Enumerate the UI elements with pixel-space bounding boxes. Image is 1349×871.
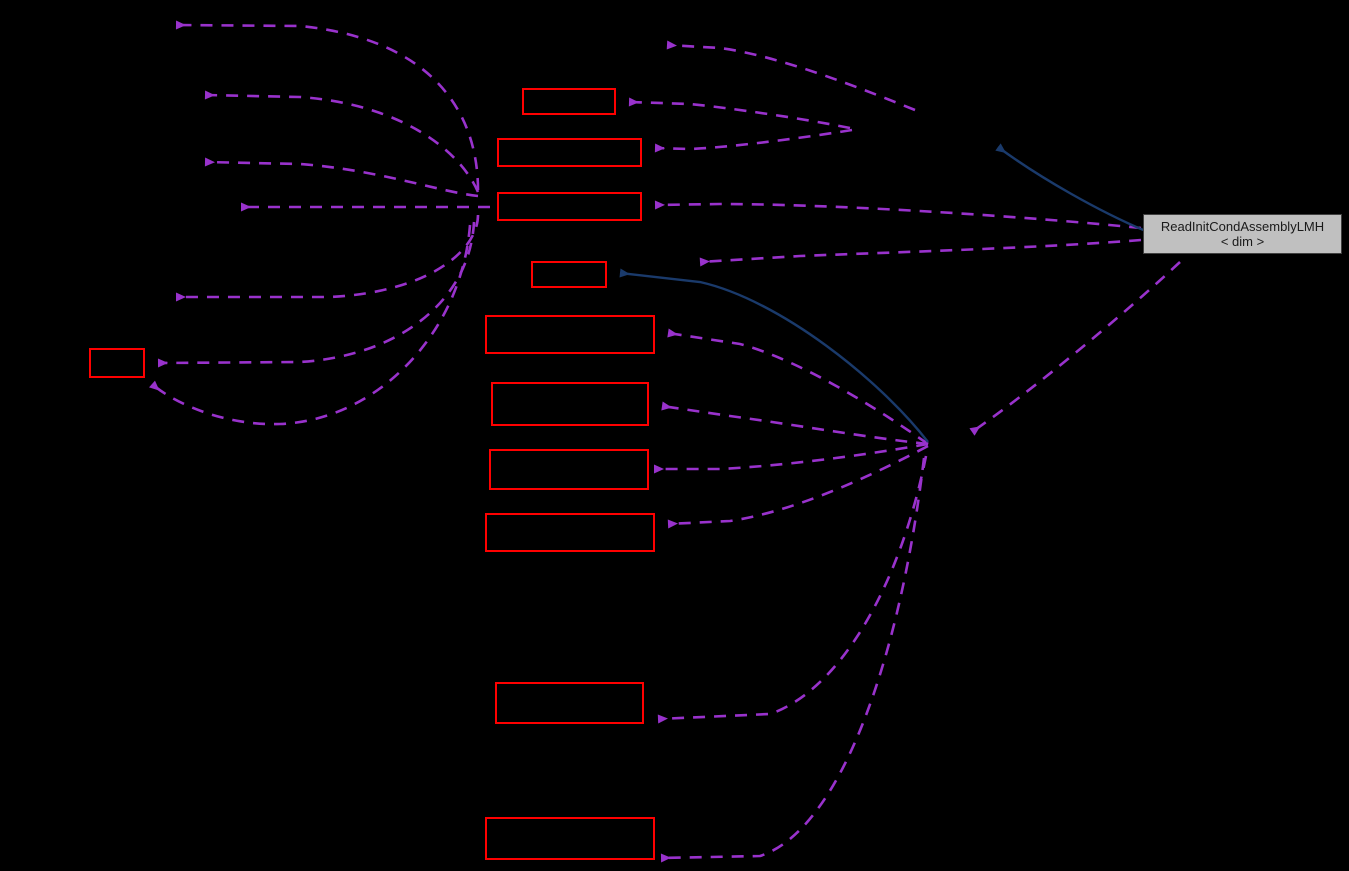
edge-hub-to-n6	[661, 401, 929, 446]
dashed-reference-edges	[149, 20, 1181, 863]
edge-to-small-left-a	[157, 221, 476, 368]
edge-root-solid-up	[995, 143, 1149, 234]
callee-node-6[interactable]	[491, 382, 649, 426]
edge-root-left-1	[654, 200, 1142, 230]
callee-node-11[interactable]	[89, 348, 145, 378]
callee-node-2[interactable]	[497, 138, 642, 167]
edge-hub-to-n7	[654, 442, 929, 474]
edge-hub-to-n8	[667, 444, 929, 529]
callee-node-4[interactable]	[531, 261, 607, 288]
edge-hub-to-n5	[667, 328, 929, 446]
edge-to-far-left-top	[175, 20, 480, 191]
edge-hub-to-n10	[660, 457, 926, 863]
edge-to-left-2	[204, 90, 480, 193]
root-node-read-init-cond-assembly-lmh[interactable]: ReadInitCondAssemblyLMH < dim >	[1143, 214, 1342, 254]
edge-hub-solid-to-n4	[619, 268, 929, 443]
edge-to-small-left-b	[149, 224, 472, 426]
edge-from-right-top-2	[628, 97, 851, 130]
callee-node-5[interactable]	[485, 315, 655, 354]
callee-node-9[interactable]	[495, 682, 644, 724]
solid-inheritance-edges	[619, 143, 1149, 443]
edge-to-left-5	[176, 214, 480, 302]
callee-node-3[interactable]	[497, 192, 642, 221]
callee-node-1[interactable]	[522, 88, 616, 115]
edge-root-to-hub	[969, 261, 1181, 436]
edge-from-right-top-3	[654, 128, 853, 153]
edge-to-left-3	[204, 157, 479, 198]
callee-node-10[interactable]	[485, 817, 655, 860]
callee-node-8[interactable]	[485, 513, 655, 552]
callee-node-7[interactable]	[489, 449, 649, 490]
edge-hub-to-n9	[657, 455, 928, 724]
edge-root-left-2	[699, 238, 1142, 267]
edge-from-right-top-1	[666, 40, 916, 112]
